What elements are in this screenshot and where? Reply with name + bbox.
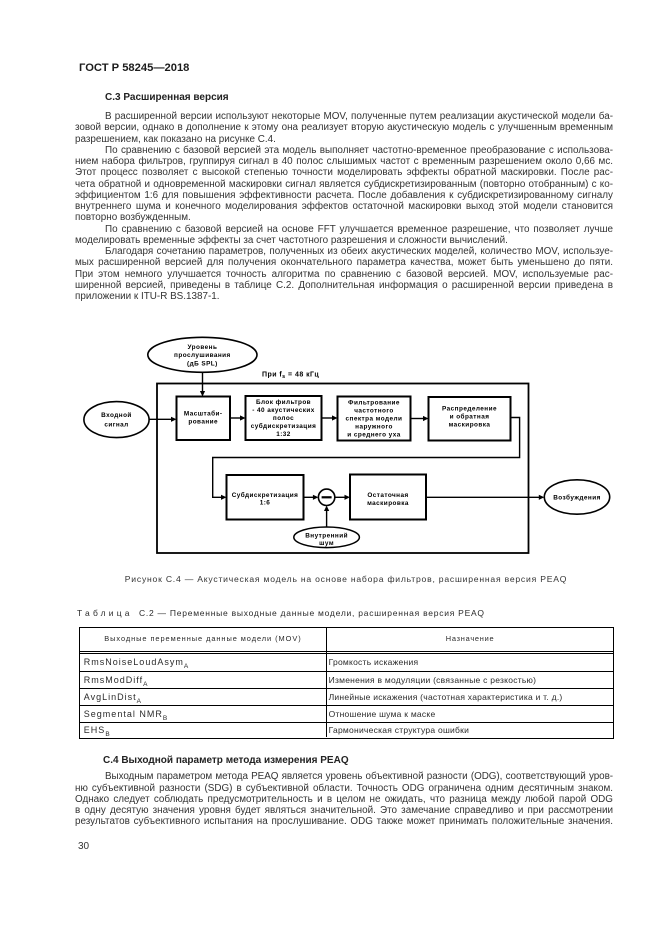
svg-text:Фильтрование: Фильтрование (348, 400, 400, 407)
svg-text:маскировка: маскировка (367, 500, 409, 507)
svg-text:Субдискретизация: Субдискретизация (232, 491, 299, 499)
svg-text:1:32: 1:32 (276, 431, 291, 438)
svg-text:Масштаби-: Масштаби- (184, 410, 223, 418)
svg-text:Уровень: Уровень (187, 344, 217, 351)
svg-text:Возбуждения: Возбуждения (553, 494, 601, 502)
svg-text:наружного: наружного (355, 424, 393, 431)
svg-text:1:6: 1:6 (260, 500, 271, 507)
svg-text:(дБ SPL): (дБ SPL) (187, 361, 218, 368)
svg-text:и среднего уха: и среднего уха (347, 432, 400, 439)
svg-text:полос: полос (273, 415, 294, 422)
svg-text:Входной: Входной (101, 411, 132, 419)
svg-text:шум: шум (319, 540, 334, 547)
svg-text:частотного: частотного (354, 408, 393, 415)
svg-text:Остаточная: Остаточная (367, 492, 408, 499)
svg-text:сигнал: сигнал (104, 422, 128, 429)
svg-text:Блок фильтров: Блок фильтров (256, 399, 311, 406)
svg-text:Распределение: Распределение (442, 406, 497, 413)
svg-text:спектра модели: спектра модели (346, 416, 403, 423)
svg-text:- 40 акустических: - 40 акустических (252, 407, 315, 414)
svg-text:При fs = 48 кГц: При fs = 48 кГц (262, 372, 319, 381)
svg-text:и обратная: и обратная (450, 413, 490, 421)
svg-text:маскировка: маскировка (449, 422, 491, 429)
svg-text:рование: рование (188, 419, 218, 426)
svg-text:Внутренний: Внутренний (305, 532, 348, 540)
svg-text:субдискретизация: субдискретизация (251, 422, 317, 430)
svg-text:прослушивания: прослушивания (174, 352, 231, 359)
